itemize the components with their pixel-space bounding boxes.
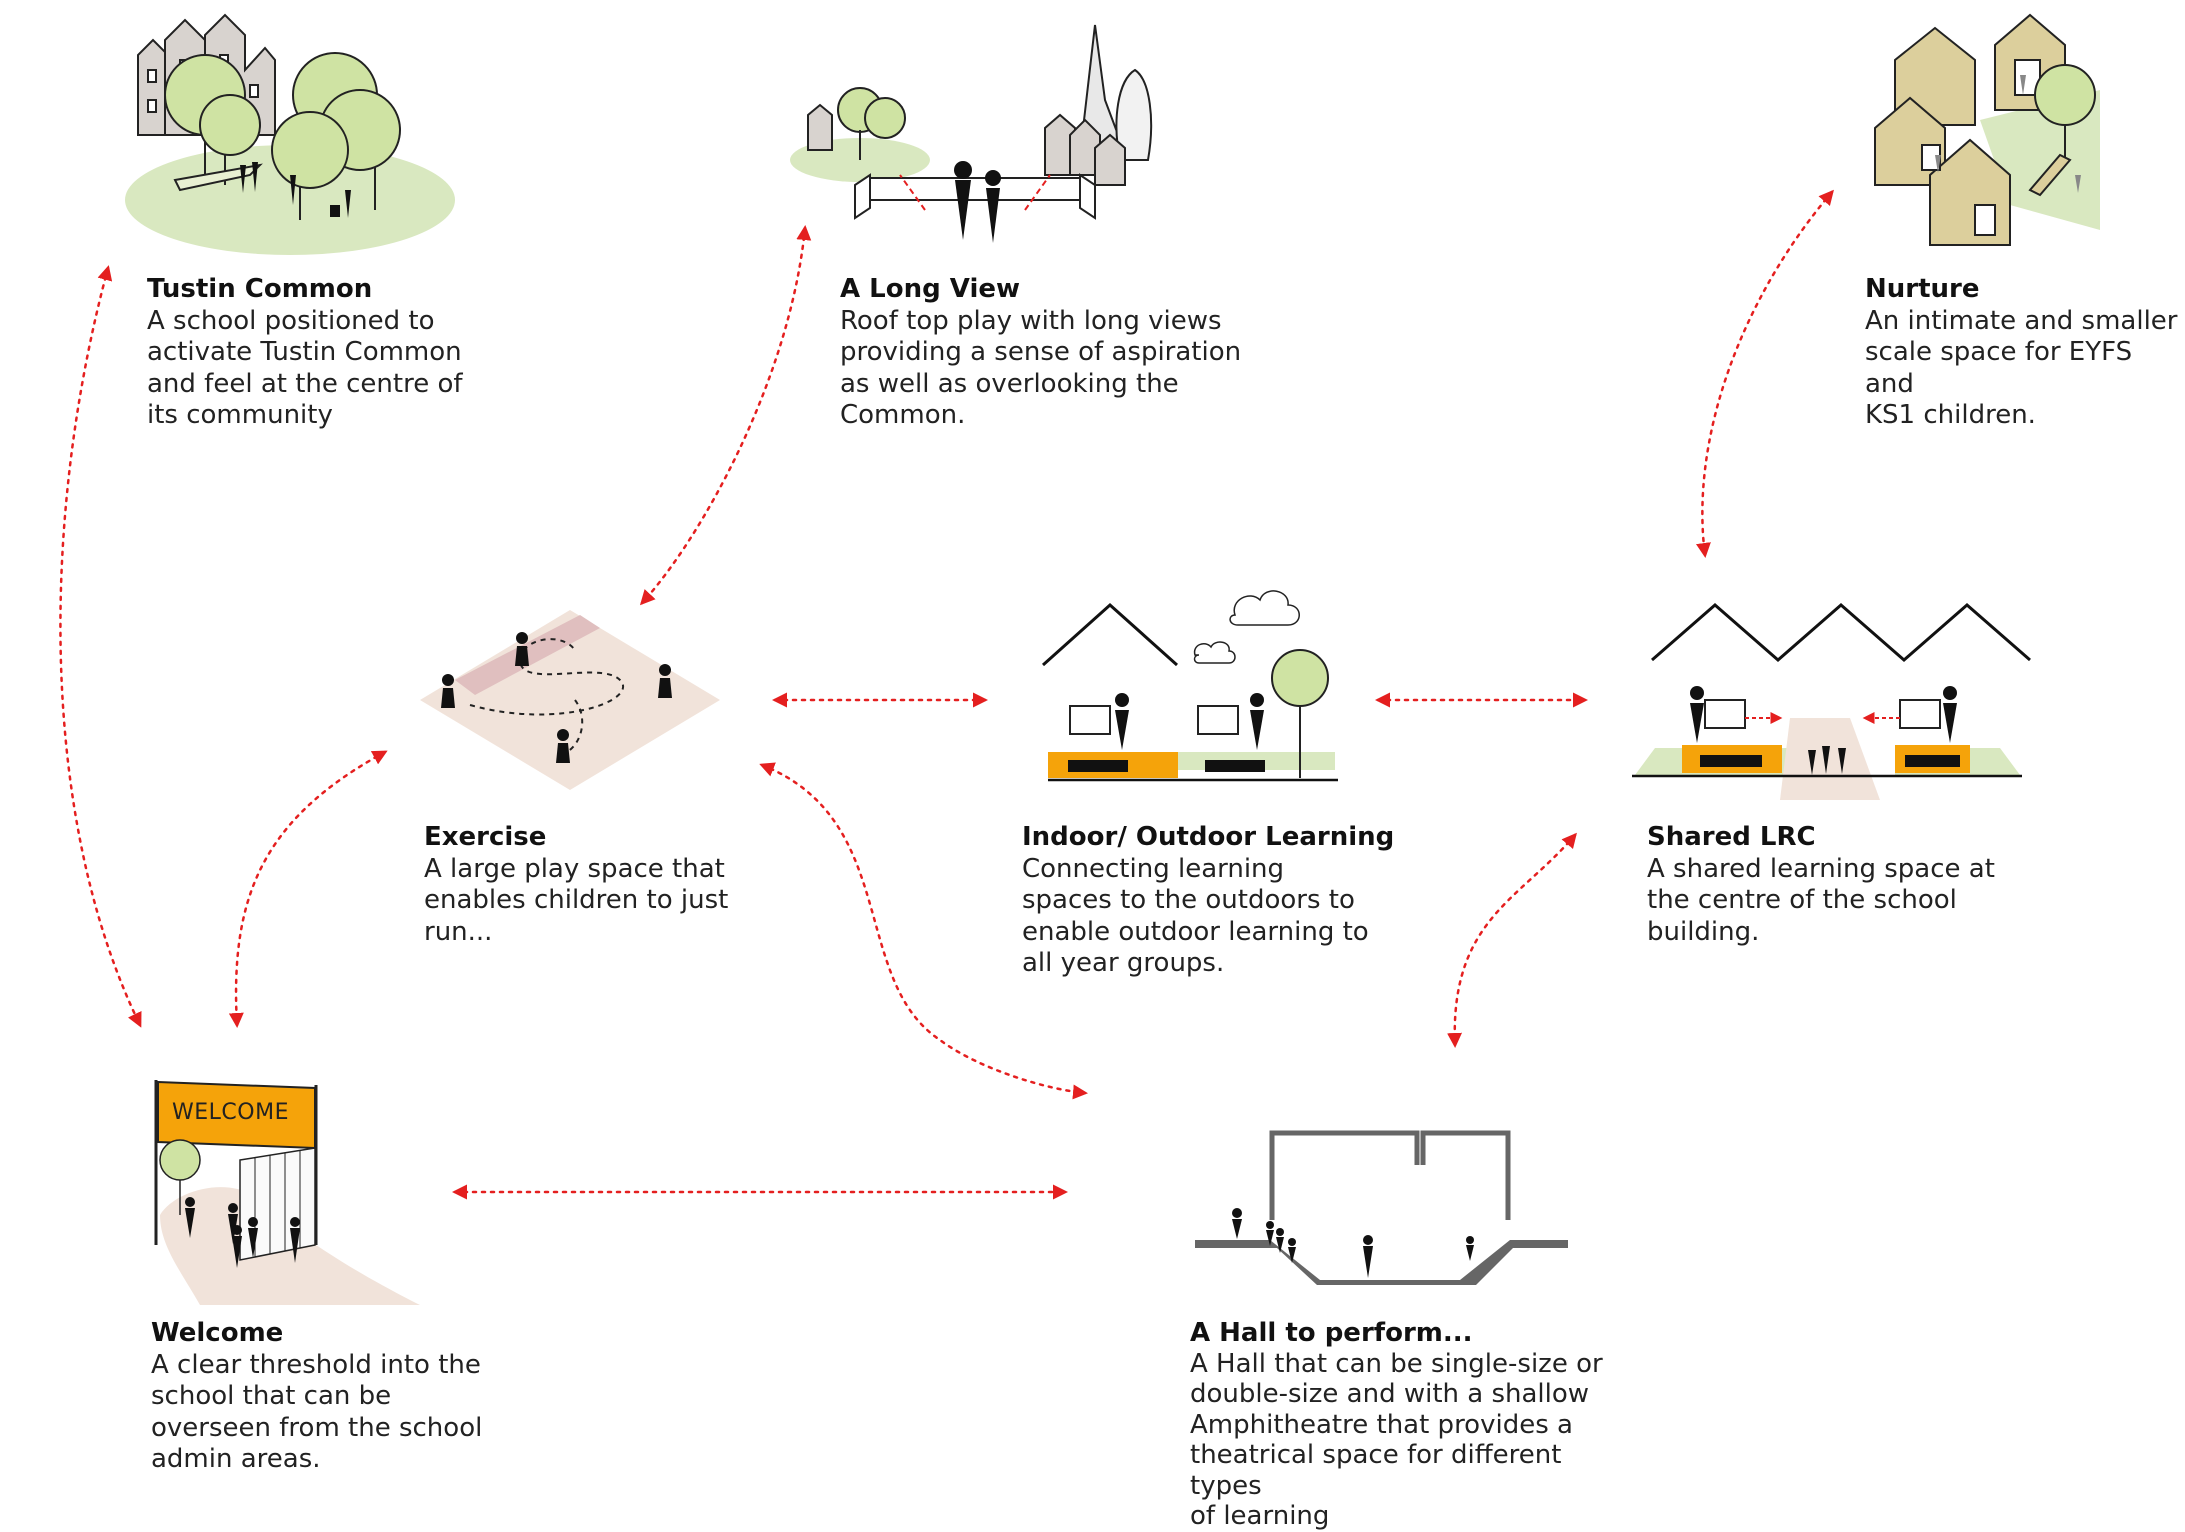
node-desc-line: as well as overlooking the <box>840 368 1179 399</box>
node-desc-line: Amphitheatre that provides a <box>1190 1409 1573 1440</box>
node-desc-line: its community <box>147 400 333 430</box>
node-desc-line: enables children to just <box>424 885 729 915</box>
node-desc-line: Common. <box>840 400 966 430</box>
connector-tustin-welcome <box>59 265 142 1028</box>
node-desc-line: KS1 children. <box>1865 400 2036 430</box>
node-desc-line: and feel at the centre of <box>147 368 463 399</box>
exercise-illustration <box>420 610 720 790</box>
longview-sightlines <box>899 174 1051 211</box>
longview-illustration <box>790 24 1153 220</box>
node-title: Tustin Common <box>147 274 373 304</box>
node-title: Welcome <box>151 1318 284 1348</box>
node-desc-line: A clear threshold into the <box>151 1349 481 1380</box>
node-desc-line: admin areas. <box>151 1444 321 1474</box>
node-title: Exercise <box>424 822 547 852</box>
connector-longview-exercise <box>639 225 812 606</box>
longview-people <box>954 161 1001 243</box>
node-title: Nurture <box>1865 274 1980 304</box>
node-title: Shared LRC <box>1647 822 1816 852</box>
node-lrc: Shared LRC A shared learning space at th… <box>1647 822 2017 948</box>
indoor-illustration <box>1041 590 1338 782</box>
node-desc-line: A Hall that can be single-size or <box>1190 1348 1603 1379</box>
node-desc-line: Connecting learning <box>1022 853 1285 884</box>
node-title: Indoor/ Outdoor Learning <box>1022 822 1395 852</box>
node-desc-line: Roof top play with long views <box>840 305 1222 336</box>
node-desc-line: all year groups. <box>1022 948 1225 978</box>
node-desc-line: A shared learning space at <box>1647 853 1995 884</box>
node-title: A Long View <box>840 274 1021 304</box>
concept-diagram: WELCOME Tustin Common A school positione… <box>59 13 2180 1531</box>
node-desc-line: scale space for EYFS and <box>1865 337 2133 399</box>
node-desc-line: A school positioned to <box>147 305 435 336</box>
nurture-people <box>1935 75 2081 193</box>
welcome-illustration <box>154 1080 420 1305</box>
node-indoor: Indoor/ Outdoor Learning Connecting lear… <box>1022 822 1402 980</box>
node-desc-line: providing a sense of aspiration <box>840 337 1242 367</box>
node-desc-line: An intimate and smaller <box>1865 305 2178 336</box>
hall-illustration <box>1195 1130 1568 1285</box>
node-exercise: Exercise A large play space that enables… <box>424 822 764 948</box>
node-desc-line: building. <box>1647 916 1760 947</box>
tustin-illustration <box>125 13 455 255</box>
node-desc-line: of learning <box>1190 1501 1330 1531</box>
node-hall: A Hall to perform... A Hall that can be … <box>1190 1318 1630 1532</box>
node-desc-line: run... <box>424 916 493 947</box>
node-desc-line: activate Tustin Common <box>147 337 462 367</box>
node-desc-line: school that can be <box>151 1381 392 1411</box>
tustin-people <box>240 162 351 218</box>
connector-nurture-lrc <box>1696 189 1834 558</box>
node-desc-line: double-size and with a shallow <box>1190 1379 1590 1409</box>
node-tustin: Tustin Common A school positioned to act… <box>147 274 477 432</box>
node-desc-line: the centre of the school <box>1647 885 1957 915</box>
connector-exercise-welcome <box>228 750 388 1028</box>
node-welcome: Welcome A clear threshold into the schoo… <box>151 1318 501 1476</box>
node-desc-line: enable outdoor learning to <box>1022 916 1369 947</box>
node-longview: A Long View Roof top play with long view… <box>840 274 1260 432</box>
node-title: A Hall to perform... <box>1190 1318 1473 1348</box>
node-desc-line: spaces to the outdoors to <box>1022 885 1355 915</box>
node-desc-line: overseen from the school <box>151 1412 483 1443</box>
diagram-artwork <box>59 13 2100 1305</box>
node-nurture: Nurture An intimate and smaller scale sp… <box>1865 274 2180 432</box>
connector-lrc-hall <box>1447 832 1577 1048</box>
lrc-illustration <box>1632 603 2031 800</box>
node-desc-line: A large play space that <box>424 853 725 884</box>
nurture-illustration <box>1874 13 2100 246</box>
welcome-sign-text: WELCOME <box>172 1100 289 1125</box>
